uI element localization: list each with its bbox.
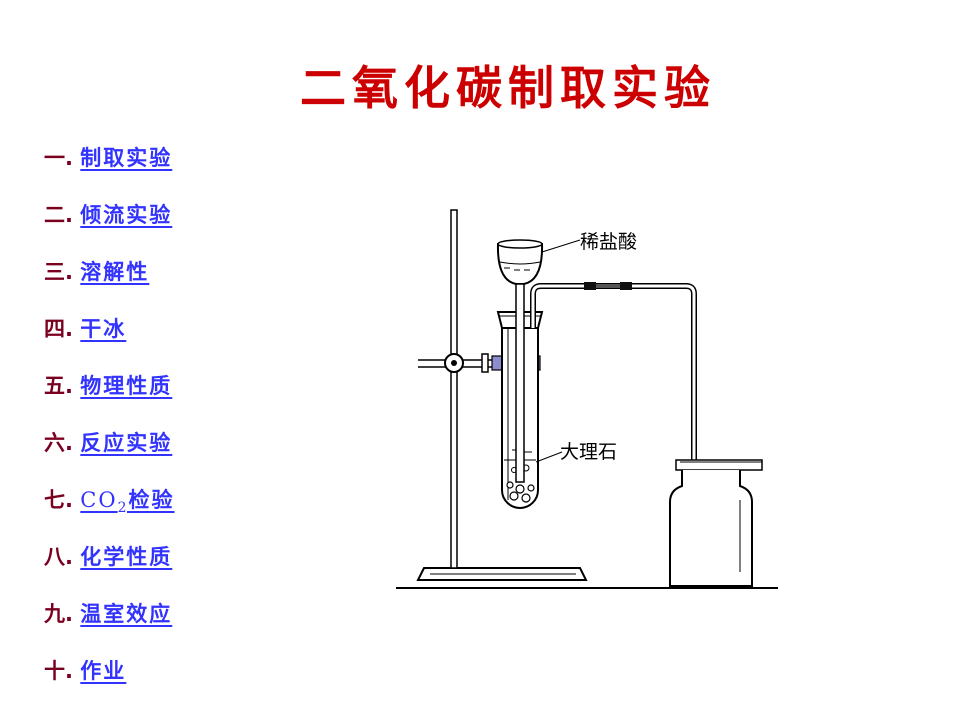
menu-number: 十. bbox=[44, 659, 73, 683]
menu-number: 四. bbox=[44, 317, 73, 341]
marble-pieces bbox=[506, 446, 535, 503]
menu-link-pouring[interactable]: 倾流实验 bbox=[80, 203, 173, 227]
menu-number: 八. bbox=[44, 545, 73, 569]
menu-link-reaction[interactable]: 反应实验 bbox=[80, 431, 173, 455]
collecting-bottle bbox=[669, 459, 763, 587]
co2-formula: CO2 bbox=[80, 488, 129, 517]
stand-base bbox=[396, 567, 778, 589]
stand-rod bbox=[450, 209, 458, 569]
menu-link-solubility[interactable]: 溶解性 bbox=[80, 260, 150, 284]
menu-item-10: 十. 作业 bbox=[44, 651, 126, 691]
menu-item-2: 二. 倾流实验 bbox=[44, 195, 172, 235]
menu-link-dry-ice[interactable]: 干冰 bbox=[80, 317, 127, 341]
tube-connector bbox=[620, 282, 632, 290]
menu-link-greenhouse[interactable]: 温室效应 bbox=[80, 602, 173, 626]
menu-item-4: 四. 干冰 bbox=[44, 309, 126, 349]
menu-item-5: 五. 物理性质 bbox=[44, 366, 172, 406]
long-neck-funnel bbox=[496, 239, 544, 483]
menu-link-physical-properties[interactable]: 物理性质 bbox=[80, 374, 173, 398]
menu-item-6: 六. 反应实验 bbox=[44, 423, 172, 463]
menu-item-8: 八. 化学性质 bbox=[44, 537, 172, 577]
menu-number: 一. bbox=[44, 146, 73, 170]
menu-link-preparation[interactable]: 制取实验 bbox=[80, 146, 173, 170]
delivery-tube bbox=[530, 282, 697, 478]
menu-link-homework[interactable]: 作业 bbox=[80, 659, 127, 683]
menu-link-chemical-properties[interactable]: 化学性质 bbox=[80, 545, 173, 569]
menu-number: 三. bbox=[44, 260, 73, 284]
menu-item-3: 三. 溶解性 bbox=[44, 252, 149, 292]
menu-number: 五. bbox=[44, 374, 73, 398]
menu-item-1: 一. 制取实验 bbox=[44, 138, 172, 178]
label-marble: 大理石 bbox=[560, 441, 617, 463]
tube-connector bbox=[584, 282, 596, 290]
menu-link-co2-test[interactable]: CO2检验 bbox=[80, 488, 175, 517]
page-title: 二氧化碳制取实验 bbox=[300, 61, 716, 115]
menu-number: 二. bbox=[44, 203, 73, 227]
label-dilute-hcl: 稀盐酸 bbox=[580, 231, 637, 253]
menu-number: 九. bbox=[44, 602, 73, 626]
menu-item-9: 九. 温室效应 bbox=[44, 594, 172, 634]
menu-item-7: 七. CO2检验 bbox=[44, 480, 175, 520]
co2-apparatus-diagram: 稀盐酸 大理石 bbox=[396, 209, 778, 589]
menu-number: 六. bbox=[44, 431, 73, 455]
menu-number: 七. bbox=[44, 488, 73, 512]
